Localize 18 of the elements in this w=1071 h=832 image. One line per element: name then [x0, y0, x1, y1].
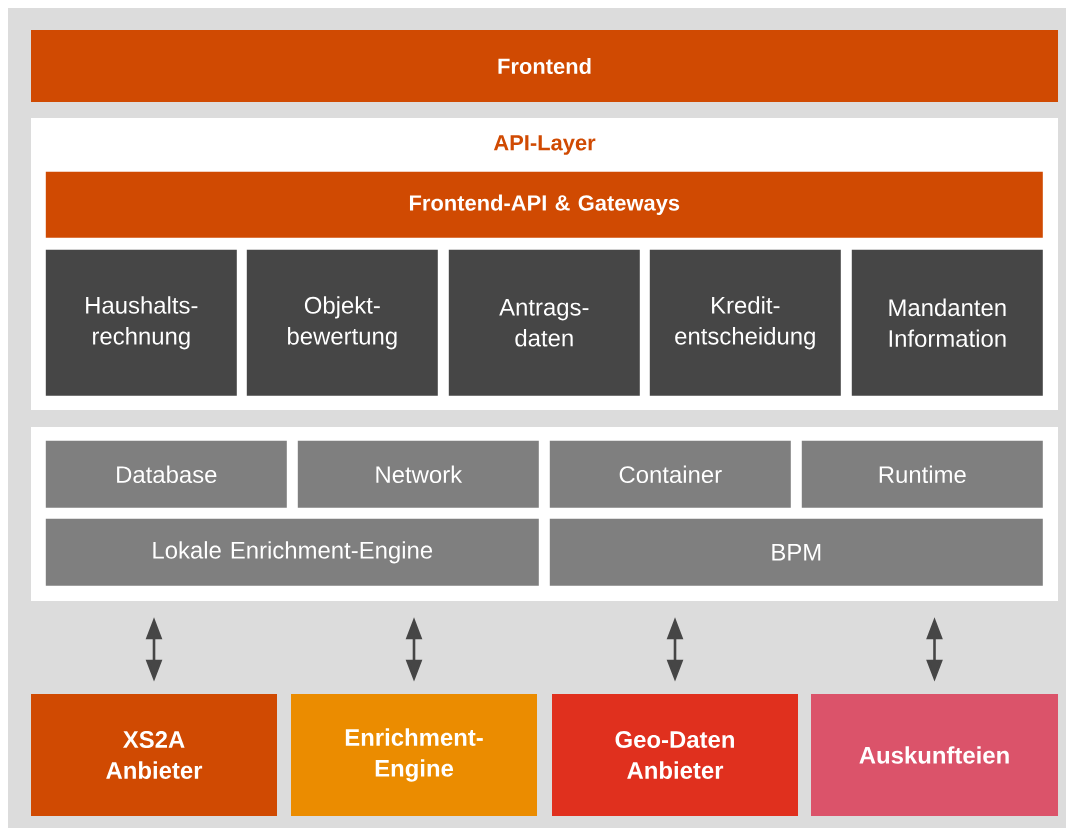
module-box: Objekt- bewertung	[246, 249, 438, 396]
layer-heading: API-Layer	[493, 135, 596, 155]
component-box: Lokale Enrichment-Engine	[45, 518, 539, 586]
provider-box: Geo-Daten Anbieter	[552, 694, 798, 816]
provider-box: XS2A Anbieter	[31, 694, 277, 816]
provider-box: Auskunfteien	[811, 694, 1058, 816]
component-box: BPM	[549, 518, 1043, 586]
module-box: Antrags- daten	[448, 249, 640, 396]
component-box: Container	[549, 440, 791, 508]
provider-box: Enrichment- Engine	[291, 694, 537, 816]
module-box: Kredit- entscheidung	[649, 249, 841, 396]
module-box: Haushalts- rechnung	[45, 249, 237, 396]
component-box: Runtime	[801, 440, 1043, 508]
module-box: Mandanten Information	[851, 249, 1043, 396]
layer-bar: Frontend	[31, 30, 1058, 102]
gateway-bar: Frontend-API & Gateways	[45, 171, 1043, 238]
component-box: Network	[297, 440, 539, 508]
component-box: Database	[45, 440, 287, 508]
